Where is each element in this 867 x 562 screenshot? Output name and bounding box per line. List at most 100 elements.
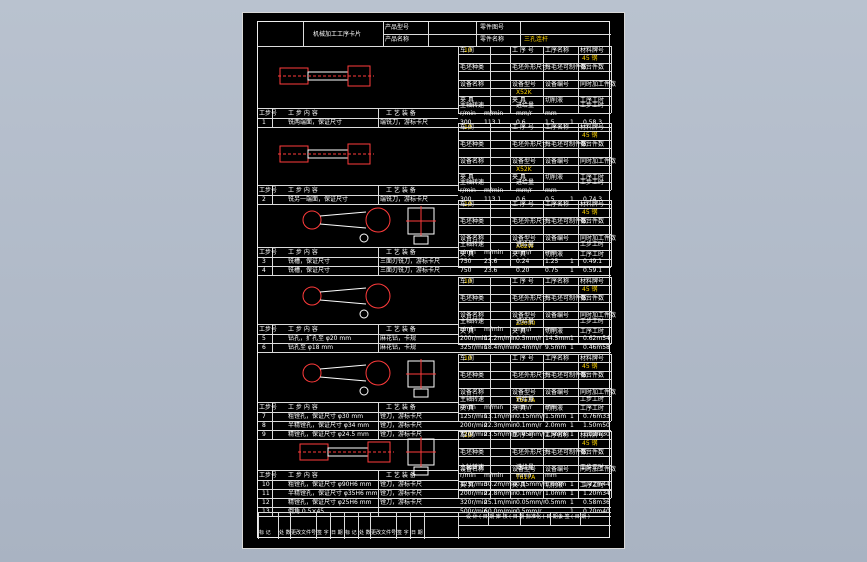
info-label: 工 序 号 (512, 278, 534, 285)
step-no: 7 (262, 413, 266, 420)
info-label: 设备型号 (512, 157, 537, 165)
step-equipment-header: 工 艺 装 备 (386, 249, 416, 256)
info-col-line (578, 123, 579, 191)
info-row-line (458, 208, 611, 210)
info-col-line (490, 200, 491, 268)
depth-value: 1.5 (545, 119, 555, 126)
step-row-line (258, 204, 611, 205)
feed-unit: mm/r (516, 110, 533, 117)
info-col-line (611, 431, 612, 499)
info-label: 同时加工件数 (580, 80, 617, 88)
step-header-line (258, 185, 458, 186)
step-content: 铣槽，保证尺寸 (288, 258, 331, 265)
speed-value: 13.1m/min (484, 413, 517, 420)
feed-value: 0.6 (516, 119, 526, 126)
feed-value: 0.1mm/r (516, 490, 542, 497)
grid-line (272, 247, 273, 275)
footer-sign: 会 签 ( 日 期 ) (558, 514, 590, 520)
feed-header: 进给量 (516, 241, 535, 248)
info-label: 切削液 (545, 482, 564, 490)
step-no: 5 (262, 335, 266, 342)
step-row-line (258, 489, 611, 490)
info-col-line (510, 277, 511, 345)
info-row-line (458, 335, 611, 337)
info-row-line (458, 165, 611, 166)
speed-unit: m/min (484, 472, 504, 479)
spindle-value: 500r/min (460, 508, 488, 515)
info-row-line (458, 412, 611, 414)
spindle-value: 200r/min (460, 422, 488, 429)
step-equipment: 镗刀，游标卡尺 (380, 422, 423, 429)
grid-line (383, 22, 384, 46)
info-col-line (611, 123, 612, 191)
footer-col-line (520, 512, 521, 525)
grid-line (378, 247, 379, 275)
footer-col-line (278, 512, 279, 539)
step-header-line (258, 470, 458, 471)
feed-header: 进给量 (516, 179, 535, 186)
info-label: 设备名称 (460, 157, 485, 165)
info-label: 每毛坯可制件数 (545, 371, 588, 379)
speed-value: 22.3m/min (484, 422, 517, 429)
info-label: 夹 具 (460, 405, 474, 413)
spindle-unit: r/min (460, 472, 476, 479)
step-no-header: 工步号 (259, 326, 278, 333)
info-label: 夹 具 (460, 482, 474, 490)
time-header: 工步工时 (580, 102, 605, 109)
step-content: 钻孔至 φ18 mm (288, 344, 334, 351)
footer-col-line (358, 512, 359, 539)
info-col-line (510, 431, 511, 499)
workshop-value: 10 (464, 355, 472, 362)
passes-value: 1 (570, 499, 574, 506)
footer-col-line (396, 512, 397, 539)
info-row-line (458, 54, 611, 56)
info-col-line (458, 277, 459, 345)
depth-value: 0.5mm (545, 499, 567, 506)
info-label: 设备型号 (512, 388, 537, 396)
depth-value: 0.75 (545, 267, 559, 274)
step-header-line (258, 324, 458, 325)
info-label: 设备名称 (460, 234, 485, 242)
step-header-line (258, 257, 458, 258)
time-header: 工步工时 (580, 241, 605, 248)
info-col-line (490, 123, 491, 191)
spindle-unit: r/min (460, 326, 476, 333)
depth-value: 1.5mm (545, 431, 567, 438)
footer-cell: 处 数 (359, 530, 371, 536)
depth-value: 9.5mm (545, 344, 567, 351)
info-label: 夹 具 (512, 174, 526, 182)
step-equipment: 麻花钻，卡规 (380, 335, 417, 342)
info-row-line (458, 139, 611, 141)
depth-value: 1.25 (545, 258, 559, 265)
speed-unit: m/min (484, 404, 504, 411)
material-value: 45 钢 (582, 363, 598, 371)
step-no: 2 (262, 196, 266, 203)
info-label: 车 间 (460, 47, 474, 54)
step-equipment: 端铣刀，游标卡尺 (380, 119, 429, 126)
info-label: 车 间 (460, 432, 474, 439)
section-sketch-3 (406, 437, 436, 476)
grid-line (428, 22, 429, 46)
info-label: 毛坯外形尺寸 (512, 63, 549, 71)
feed-value: 0.5mm/r (516, 508, 542, 515)
info-label: 毛坯种类 (460, 63, 485, 71)
step-no: 11 (262, 490, 270, 497)
footer-col-line (424, 512, 425, 539)
section-sketch-1 (406, 206, 436, 245)
info-col-line (458, 431, 459, 499)
depth-unit: mm (545, 472, 557, 479)
step-header-line (258, 108, 458, 109)
info-label: 材料牌号 (580, 432, 605, 439)
feed-value: 0.24 (516, 258, 530, 265)
speed-unit: m/min (484, 110, 504, 117)
info-label: 设备型号 (512, 311, 537, 319)
step-content: 精镗孔，保证尺寸 φ25H6 mm (288, 499, 372, 506)
step-content-header: 工 步 内 容 (288, 187, 318, 194)
feed-value: 0.5mm/r (516, 335, 542, 342)
info-label: 设备编号 (545, 388, 570, 396)
passes-value: 1 (570, 119, 574, 126)
speed-value: 23.6 (484, 258, 498, 265)
info-label: 毛坯外形尺寸 (512, 294, 549, 302)
step-no: 4 (262, 267, 266, 274)
time-header: 工步工时 (580, 464, 605, 471)
